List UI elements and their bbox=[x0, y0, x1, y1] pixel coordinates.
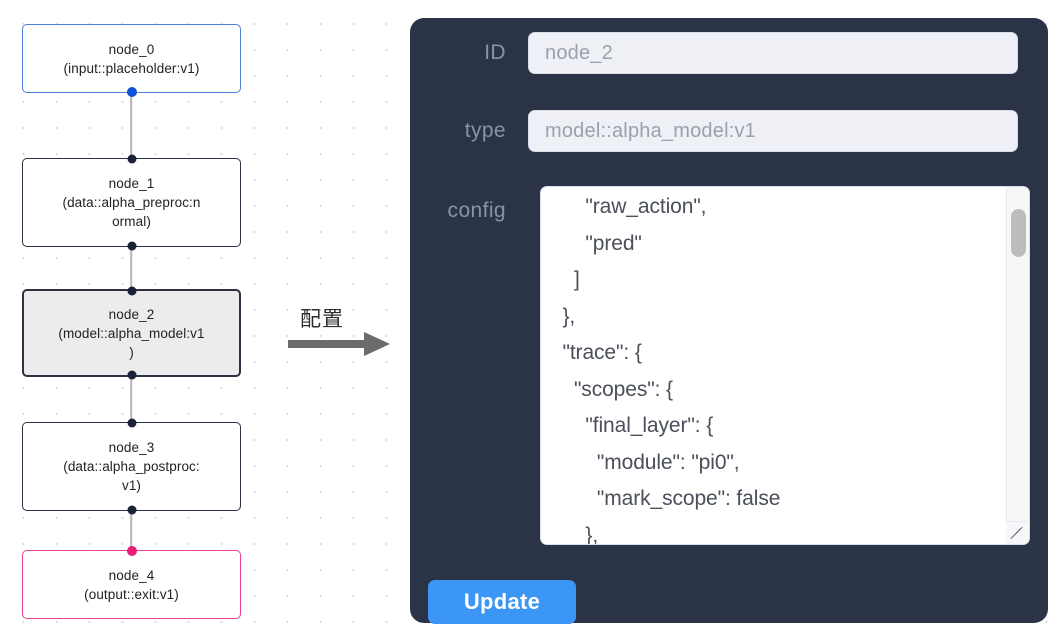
node-handle-target[interactable] bbox=[127, 286, 136, 296]
node-handle-source[interactable] bbox=[127, 505, 136, 515]
flow-node-subtitle: (input::placeholder:v1) bbox=[63, 60, 200, 76]
flow-node-title: node_4 bbox=[108, 567, 155, 583]
annotation-label: 配置 bbox=[300, 307, 344, 331]
id-input[interactable]: node_2 bbox=[528, 32, 1018, 74]
flow-node-node_4[interactable]: node_4 (output::exit:v1) bbox=[22, 546, 241, 619]
update-button[interactable]: Update bbox=[428, 580, 576, 624]
node-handle-source[interactable] bbox=[127, 370, 136, 380]
node-handle-target[interactable] bbox=[127, 154, 136, 164]
node-handle-source[interactable] bbox=[126, 87, 137, 97]
field-label-id: ID bbox=[484, 41, 506, 64]
vertical-scrollbar[interactable] bbox=[1006, 187, 1029, 544]
flow-node-node_0[interactable]: node_0 (input::placeholder:v1) bbox=[22, 24, 241, 97]
resize-grip-icon[interactable] bbox=[1006, 521, 1028, 543]
flow-node-node_1[interactable]: node_1 (data::alpha_preproc:n ormal) bbox=[22, 154, 241, 251]
flow-node-subtitle-line2: ormal) bbox=[112, 214, 151, 229]
field-label-type: type bbox=[464, 119, 506, 142]
right-arrow-icon bbox=[288, 330, 392, 363]
flow-node-node_3[interactable]: node_3 (data::alpha_postproc: v1) bbox=[22, 418, 241, 515]
edge-node0-node1 bbox=[130, 93, 132, 160]
flow-node-title: node_0 bbox=[108, 41, 155, 57]
field-label-config: config bbox=[447, 199, 506, 222]
field-row-type: type model::alpha_model:v1 bbox=[418, 110, 1018, 152]
flow-node-title: node_3 bbox=[108, 440, 155, 455]
flow-node-subtitle-line1: (data::alpha_preproc:n bbox=[62, 195, 201, 210]
node-handle-source[interactable] bbox=[127, 241, 136, 251]
flow-node-subtitle-line1: (data::alpha_postproc: bbox=[63, 459, 200, 474]
flow-node-subtitle-line2: ) bbox=[129, 344, 134, 360]
config-textarea[interactable]: "raw_action", "pred" ] }, "trace": { "sc… bbox=[540, 186, 1030, 545]
edge-node2-node3 bbox=[130, 377, 132, 443]
scrollbar-thumb[interactable] bbox=[1011, 209, 1026, 257]
edge-node3-node4 bbox=[130, 511, 132, 549]
type-input[interactable]: model::alpha_model:v1 bbox=[528, 110, 1018, 152]
field-row-id: ID node_2 bbox=[418, 32, 1018, 74]
flow-node-subtitle-line2: v1) bbox=[121, 478, 142, 493]
edge-node1-node2 bbox=[130, 247, 132, 313]
flow-node-title: node_2 bbox=[108, 306, 155, 322]
flow-node-subtitle: (output::exit:v1) bbox=[84, 586, 179, 602]
config-textarea-content[interactable]: "raw_action", "pred" ] }, "trace": { "sc… bbox=[562, 195, 781, 544]
node-handle-target[interactable] bbox=[127, 418, 136, 428]
flow-node-title: node_1 bbox=[108, 176, 155, 191]
flow-node-subtitle-line1: (model::alpha_model:v1 bbox=[58, 325, 205, 341]
node-handle-target[interactable] bbox=[126, 546, 137, 556]
flow-node-node_2[interactable]: node_2 (model::alpha_model:v1 ) bbox=[22, 286, 241, 380]
